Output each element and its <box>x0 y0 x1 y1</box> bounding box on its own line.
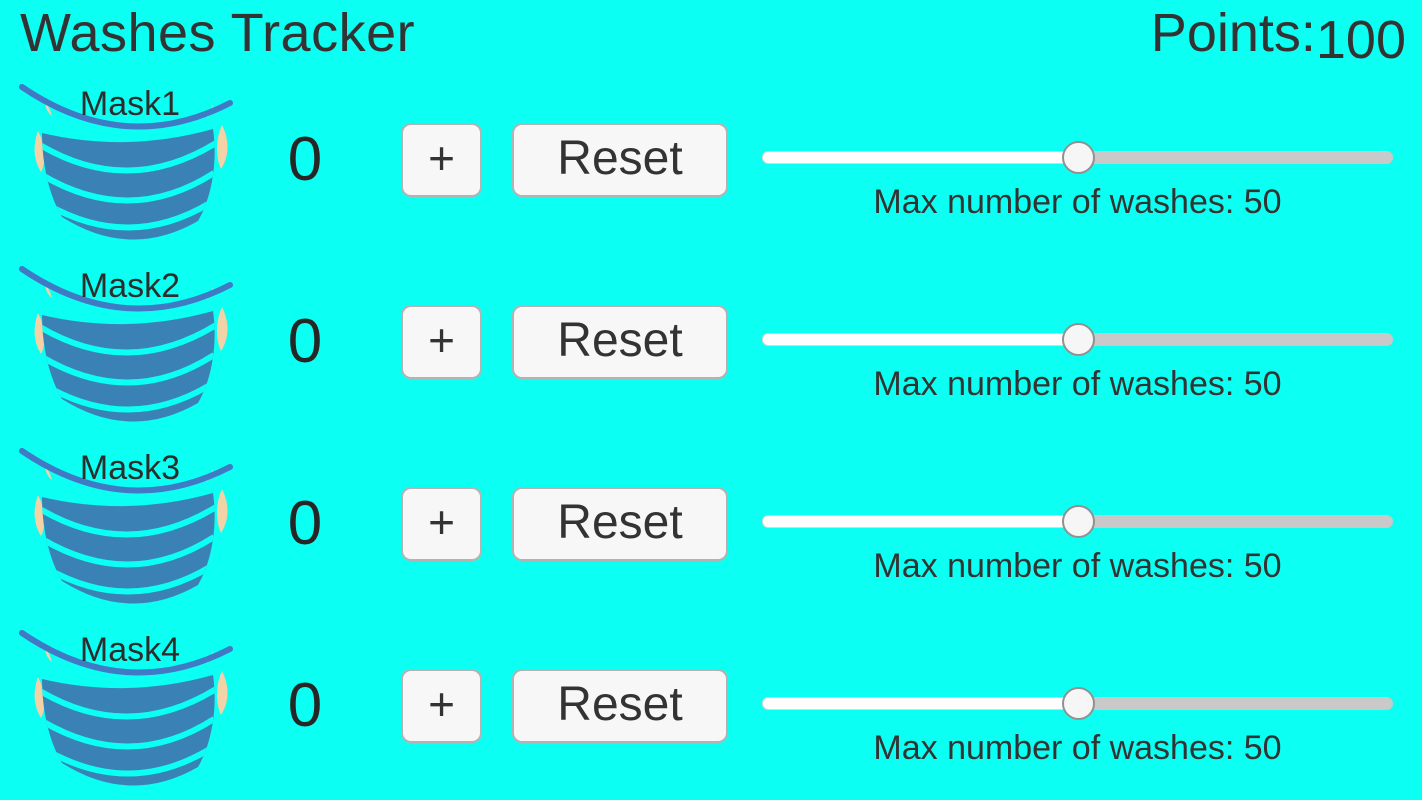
slider-thumb[interactable] <box>1061 505 1095 538</box>
max-washes-slider-group: Max number of washes: 50 <box>762 251 1393 433</box>
max-washes-label: Max number of washes: 50 <box>873 729 1282 767</box>
wash-count-value: 0 <box>287 125 323 194</box>
slider-thumb[interactable] <box>1061 687 1095 720</box>
mask-image: Mask1 <box>20 79 240 249</box>
slider-fill <box>762 151 1078 164</box>
increment-button[interactable]: + <box>401 305 482 379</box>
mask-name-label: Mask4 <box>79 631 181 669</box>
max-washes-label: Max number of washes: 50 <box>873 365 1282 403</box>
slider-thumb[interactable] <box>1061 141 1095 174</box>
max-washes-slider[interactable] <box>762 505 1393 538</box>
max-washes-slider-group: Max number of washes: 50 <box>762 69 1393 251</box>
reset-button[interactable]: Reset <box>512 305 728 379</box>
mask-name-label: Mask3 <box>79 449 181 487</box>
app-title: Washes Tracker <box>20 3 416 63</box>
increment-button[interactable]: + <box>401 123 482 197</box>
max-washes-slider-group: Max number of washes: 50 <box>762 615 1393 797</box>
mask-image: Mask3 <box>20 443 240 613</box>
mask-name-label: Mask2 <box>79 267 181 305</box>
wash-count-value: 0 <box>287 671 323 740</box>
max-washes-slider[interactable] <box>762 323 1393 356</box>
points-display: Points: 100 <box>1151 2 1406 71</box>
reset-button[interactable]: Reset <box>512 669 728 743</box>
increment-button[interactable]: + <box>401 669 482 743</box>
points-label: Points: <box>1150 3 1316 63</box>
max-washes-slider[interactable] <box>762 687 1393 720</box>
mask-row: Mask2 0 + Reset Max number of washes: 50 <box>0 251 1422 433</box>
reset-button[interactable]: Reset <box>512 123 728 197</box>
mask-rows: Mask1 0 + Reset Max number of washes: 50… <box>0 69 1422 797</box>
mask-image: Mask4 <box>20 625 240 795</box>
slider-thumb[interactable] <box>1061 323 1095 356</box>
max-washes-label: Max number of washes: 50 <box>873 183 1282 221</box>
slider-fill <box>762 515 1078 528</box>
mask-row: Mask3 0 + Reset Max number of washes: 50 <box>0 433 1422 615</box>
points-value: 100 <box>1315 10 1406 70</box>
slider-fill <box>762 697 1078 710</box>
mask-row: Mask4 0 + Reset Max number of washes: 50 <box>0 615 1422 797</box>
wash-count-value: 0 <box>287 489 323 558</box>
max-washes-slider[interactable] <box>762 141 1393 174</box>
max-washes-slider-group: Max number of washes: 50 <box>762 433 1393 615</box>
slider-fill <box>762 333 1078 346</box>
reset-button[interactable]: Reset <box>512 487 728 561</box>
mask-row: Mask1 0 + Reset Max number of washes: 50 <box>0 69 1422 251</box>
max-washes-label: Max number of washes: 50 <box>873 547 1282 585</box>
header: Washes Tracker Points: 100 <box>0 0 1422 70</box>
increment-button[interactable]: + <box>401 487 482 561</box>
wash-count-value: 0 <box>287 307 323 376</box>
mask-image: Mask2 <box>20 261 240 431</box>
mask-name-label: Mask1 <box>79 85 181 123</box>
